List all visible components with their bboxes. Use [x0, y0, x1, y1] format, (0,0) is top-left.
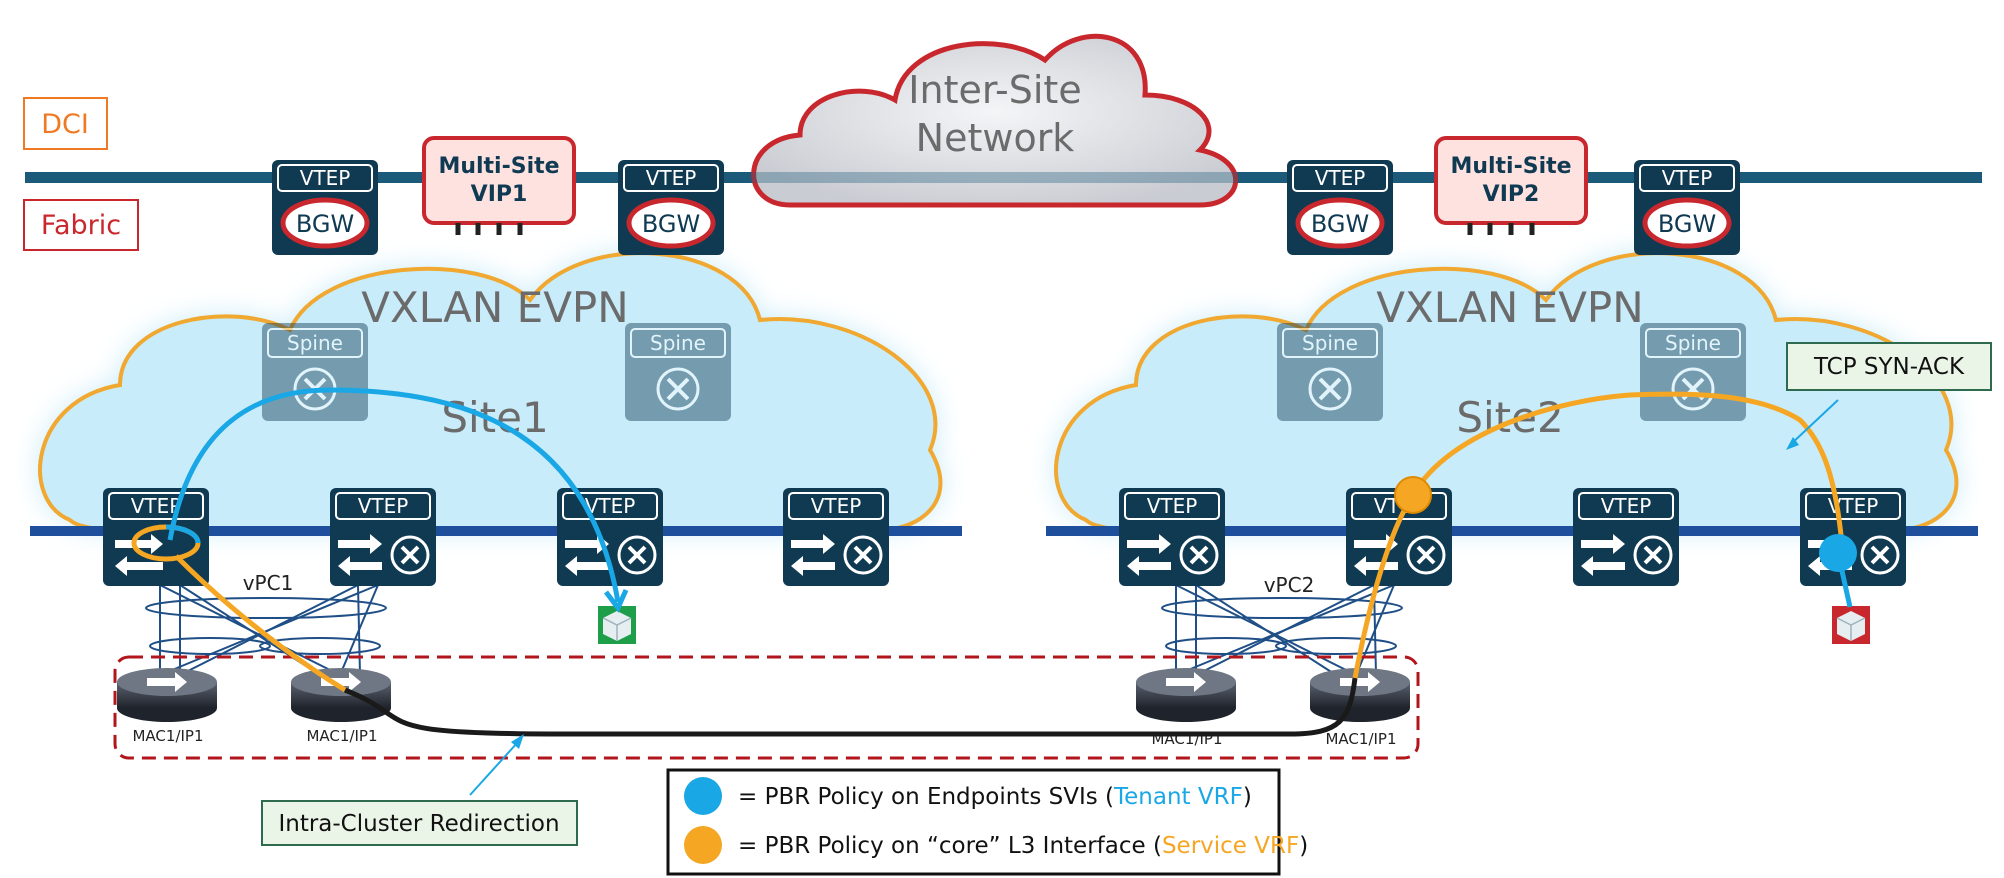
legend-item-service: = PBR Policy on “core” L3 Interface (Ser…: [738, 833, 1308, 859]
leaf-vteps: VTEP VTEP VTEP VTEP: [103, 488, 1906, 586]
service-path-site2: [1352, 391, 1845, 679]
svg-text:DCI: DCI: [41, 109, 89, 140]
bgw-switch: VTEP BGW: [1287, 160, 1393, 255]
leaf-vtep-switch: VTEP: [783, 488, 889, 586]
leaf-vtep-switch: VTEP: [330, 488, 436, 586]
svg-text:VTEP: VTEP: [300, 166, 351, 190]
legend: = PBR Policy on Endpoints SVIs (Tenant V…: [666, 768, 1308, 876]
intra-cluster-callout: Intra-Cluster Redirection: [261, 734, 578, 846]
service-cluster-boundary: [113, 655, 1420, 760]
svg-text:VIP2: VIP2: [1483, 182, 1540, 207]
legend-item-tenant: = PBR Policy on Endpoints SVIs (Tenant V…: [738, 784, 1252, 810]
leaf-vtep-switch: VTEP: [1800, 488, 1906, 586]
spine-switch: Spine: [1277, 323, 1383, 421]
leaf-vtep-switch: VTEP: [557, 488, 663, 586]
svg-text:VTEP: VTEP: [131, 494, 182, 518]
svg-text:VTEP: VTEP: [585, 494, 636, 518]
site2-name: Site2: [1456, 393, 1563, 442]
firewall-node: [1310, 668, 1410, 722]
site2-leaf-line: [1046, 526, 1978, 536]
fw-label: MAC1/IP1: [132, 727, 203, 745]
fabric-label: Fabric: [23, 199, 139, 251]
leaf-vtep-switch: VTEP: [1119, 488, 1225, 586]
svg-text:VIP1: VIP1: [471, 182, 528, 207]
isn-title-line1: Inter-Site: [908, 68, 1081, 112]
svg-text:Multi-Site: Multi-Site: [438, 154, 559, 179]
svg-text:Spine: Spine: [1665, 331, 1721, 355]
leaf-vtep-switch: VTEP: [1573, 488, 1679, 586]
svg-text:BGW: BGW: [1311, 210, 1369, 238]
svg-text:Spine: Spine: [650, 331, 706, 355]
svg-text:Spine: Spine: [287, 331, 343, 355]
dci-label: DCI: [23, 97, 108, 150]
site1-fabric-cloud: [38, 251, 943, 532]
firewall-node: [291, 668, 391, 722]
inter-site-network-cloud: Inter-Site Network: [750, 34, 1240, 208]
svg-text:BGW: BGW: [642, 210, 700, 238]
spine-switch: Spine: [262, 323, 368, 421]
arrowhead-icon: [1786, 437, 1799, 450]
svg-text:VTEP: VTEP: [1662, 166, 1713, 190]
isn-title-line2: Network: [916, 116, 1075, 160]
svg-text:Spine: Spine: [1302, 331, 1358, 355]
service-vrf-pbr-dot: [1394, 476, 1432, 514]
svg-text:VTEP: VTEP: [811, 494, 862, 518]
service-vrf-dot-icon: [684, 826, 722, 864]
pbr-loop-icon: [131, 524, 201, 562]
bgw-switch: VTEP BGW: [1634, 160, 1740, 255]
svg-text:VTEP: VTEP: [1315, 166, 1366, 190]
svg-text:BGW: BGW: [296, 210, 354, 238]
svg-text:Multi-Site: Multi-Site: [1450, 154, 1571, 179]
site1-leaf-line: [30, 526, 962, 536]
svg-text:VTEP: VTEP: [1147, 494, 1198, 518]
vpc2-label: vPC2: [1264, 573, 1315, 597]
vpc1-label: vPC1: [243, 571, 294, 595]
svg-text:VTEP: VTEP: [358, 494, 409, 518]
tenant-path-site1: [167, 387, 621, 603]
tcp-syn-ack-callout: TCP SYN-ACK: [1786, 342, 1992, 450]
spine-switch: Spine: [1640, 323, 1746, 421]
firewall-node: [1136, 668, 1236, 722]
svg-text:VTEP: VTEP: [646, 166, 697, 190]
arrowhead-icon: [511, 734, 524, 749]
vpc1-links: [145, 584, 387, 676]
spine-switch: Spine: [625, 323, 731, 421]
svg-text:VTEP: VTEP: [1601, 494, 1652, 518]
site1-vxlan-title: VXLAN EVPN: [361, 283, 628, 332]
site1-name: Site1: [441, 393, 548, 442]
site2-vxlan-title: VXLAN EVPN: [1376, 283, 1643, 332]
vpc2-links: [1161, 584, 1403, 676]
site2-fabric-cloud: [1054, 251, 1959, 532]
svg-text:Fabric: Fabric: [41, 210, 121, 241]
vm-endpoint-icon: [598, 606, 636, 644]
arrowhead-icon: [604, 588, 629, 613]
multisite-vip2-box: Multi-Site VIP2: [1434, 136, 1588, 235]
multisite-vip1-box: Multi-Site VIP1: [422, 136, 576, 235]
svg-text:Intra-Cluster Redirection: Intra-Cluster Redirection: [278, 811, 559, 837]
bgw-switch: VTEP BGW: [618, 160, 724, 255]
tenant-vrf-pbr-dot: [1819, 534, 1857, 572]
fw-label: MAC1/IP1: [1325, 730, 1396, 748]
firewall-node: [117, 668, 217, 722]
intra-cluster-link: [344, 677, 1358, 737]
bgw-switch: VTEP BGW: [272, 160, 378, 255]
svg-text:BGW: BGW: [1658, 210, 1716, 238]
vm-endpoint-icon: [1832, 606, 1870, 644]
fw-label: MAC1/IP1: [306, 727, 377, 745]
svg-text:TCP SYN-ACK: TCP SYN-ACK: [1813, 354, 1965, 380]
service-path-site1: [174, 554, 347, 693]
tenant-vrf-dot-icon: [684, 777, 722, 815]
